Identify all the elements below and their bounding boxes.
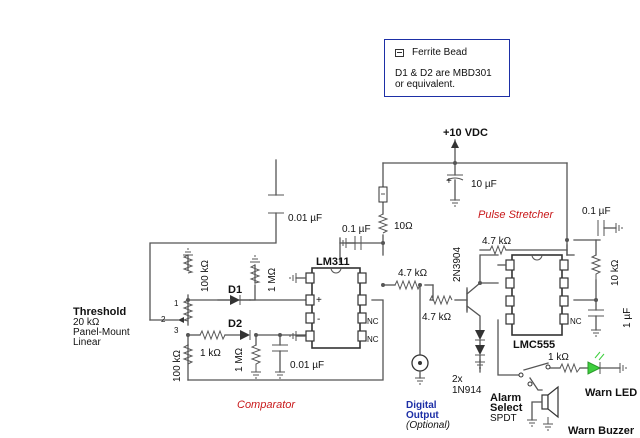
resistor-icon xyxy=(250,344,262,379)
c-comp-label: 0.01 µF xyxy=(290,360,324,371)
lm311-chip xyxy=(289,267,367,349)
c-supply-label: 10 µF xyxy=(471,179,497,190)
legend-bead-label: Ferrite Bead xyxy=(412,47,468,58)
pot-pin3: 3 xyxy=(174,326,179,335)
threshold-value: 20 kΩ xyxy=(73,317,100,328)
resistor-icon xyxy=(559,362,581,374)
lmc555-nc: NC xyxy=(570,317,582,326)
resistor-icon xyxy=(182,248,194,274)
c-1uf-label: 1 µF xyxy=(622,308,633,328)
supply-arrow-icon xyxy=(451,140,459,148)
diode-icon xyxy=(475,330,485,341)
diode-icon xyxy=(217,295,251,305)
led-icon xyxy=(587,351,627,375)
threshold-title: Threshold xyxy=(73,306,126,318)
legend-box: Ferrite Bead D1 & D2 are MBD301 or equiv… xyxy=(384,39,510,97)
comparator-label: Comparator xyxy=(237,399,296,411)
potentiometer-icon xyxy=(178,299,194,325)
diodes-part: 1N914 xyxy=(452,385,482,396)
capacitor-icon xyxy=(597,220,623,236)
alarm-select-label-2: Select xyxy=(490,402,523,414)
resistor-icon xyxy=(182,344,194,365)
pulse-stretcher-label: Pulse Stretcher xyxy=(478,209,555,221)
digital-output-label-3: (Optional) xyxy=(406,420,450,431)
capacitor-icon xyxy=(272,344,288,379)
threshold-mount: Panel-Mount xyxy=(73,327,130,338)
warn-buzzer-label: Warn Buzzer xyxy=(568,425,635,437)
diode-icon xyxy=(475,345,485,369)
ferrite-bead-icon xyxy=(378,186,388,203)
d2-label: D2 xyxy=(228,318,242,330)
resistor-icon xyxy=(249,255,261,284)
threshold-taper: Linear xyxy=(73,337,101,348)
spdt-switch-icon xyxy=(518,364,551,387)
output-jack-icon xyxy=(411,354,429,385)
resistor-icon xyxy=(429,294,453,306)
r-led-label: 1 kΩ xyxy=(548,352,569,363)
r-10ohm-label: 10Ω xyxy=(394,221,413,232)
r-base-label: 4.7 kΩ xyxy=(422,312,452,323)
diodes-count: 2x xyxy=(452,374,463,385)
capacitor-icon xyxy=(446,174,464,207)
transistor-label: 2N3904 xyxy=(452,247,463,282)
d1-label: D1 xyxy=(228,284,242,296)
lmc555-label: LMC555 xyxy=(513,339,555,351)
r-out-label: 4.7 kΩ xyxy=(398,268,428,279)
r-10k-label: 10 kΩ xyxy=(610,259,621,286)
capacitor-icon xyxy=(268,194,284,214)
lm311-minus: - xyxy=(317,314,320,325)
r-pot-bottom-label: 100 kΩ xyxy=(172,350,183,382)
r-555-label: 4.7 kΩ xyxy=(482,236,512,247)
c-top-left-label: 0.01 µF xyxy=(288,213,322,224)
r-pot-top-label: 100 kΩ xyxy=(200,260,211,292)
alarm-select-label-3: SPDT xyxy=(490,413,517,424)
resistor-icon xyxy=(377,213,389,234)
digital-output-label-1: Digital xyxy=(406,400,437,411)
buzzer-icon xyxy=(527,385,559,431)
legend-note-line2: or equivalent. xyxy=(395,79,456,90)
alarm-select-label-1: Alarm xyxy=(490,392,521,404)
digital-output-label-2: Output xyxy=(406,410,439,421)
c-bypass-lm311-label: 0.1 µF xyxy=(342,224,371,235)
lm311-plus: + xyxy=(316,295,322,306)
c-supply-plus: + xyxy=(446,176,452,187)
capacitor-icon xyxy=(588,309,604,337)
r-1k-pot-label: 1 kΩ xyxy=(200,348,221,359)
diode-icon xyxy=(240,330,251,340)
r-1m-bot-label: 1 MΩ xyxy=(234,347,245,372)
resistor-icon xyxy=(590,254,602,280)
c-bypass-lmc555-label: 0.1 µF xyxy=(582,206,611,217)
pot-pin2: 2 xyxy=(161,315,166,324)
resistor-icon xyxy=(394,279,421,291)
lm311-nc1: NC xyxy=(367,317,379,326)
pot-pin1: 1 xyxy=(174,299,179,308)
lm311-label: LM311 xyxy=(316,256,350,268)
supply-label: +10 VDC xyxy=(443,127,488,139)
lmc555-chip xyxy=(497,254,569,336)
lm311-nc2: NC xyxy=(367,335,379,344)
capacitor-icon xyxy=(339,236,362,250)
resistor-icon xyxy=(479,244,568,256)
resistor-icon xyxy=(199,329,226,341)
ferrite-bead-icon xyxy=(395,48,404,57)
warn-led-label: Warn LED xyxy=(585,387,637,399)
r-1m-top-label: 1 MΩ xyxy=(267,267,278,292)
legend-note-line1: D1 & D2 are MBD301 xyxy=(395,68,492,79)
